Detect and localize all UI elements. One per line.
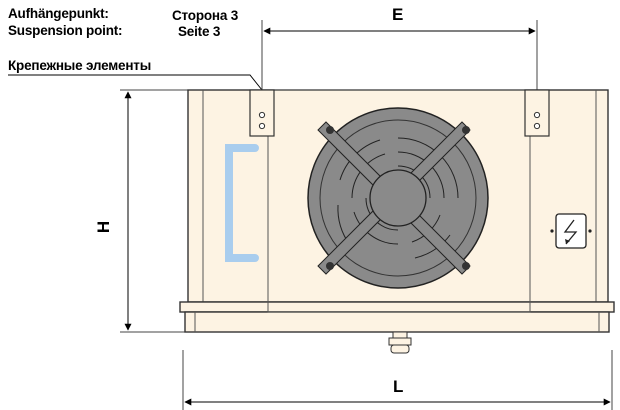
mount-bracket-left xyxy=(249,89,275,137)
mount-bracket-right xyxy=(524,89,550,137)
fan-icon xyxy=(307,107,489,289)
electrical-box-icon xyxy=(550,213,592,249)
dimension-e-label: E xyxy=(392,5,404,24)
label-seite-3: Seite 3 xyxy=(178,24,221,39)
label-aufhaengepunkt: Aufhängepunkt: xyxy=(8,6,109,21)
dimension-h-label: H xyxy=(94,220,114,234)
label-fastening-elements: Крепежные элементы xyxy=(8,58,152,73)
pipe-icon xyxy=(225,144,259,262)
fan-frame xyxy=(267,89,531,313)
label-suspension-point: Suspension point: xyxy=(8,23,123,38)
label-storona-3: Сторона 3 xyxy=(172,8,239,23)
suspension-leader-line xyxy=(8,74,263,91)
dimension-l-label: L xyxy=(393,377,404,396)
